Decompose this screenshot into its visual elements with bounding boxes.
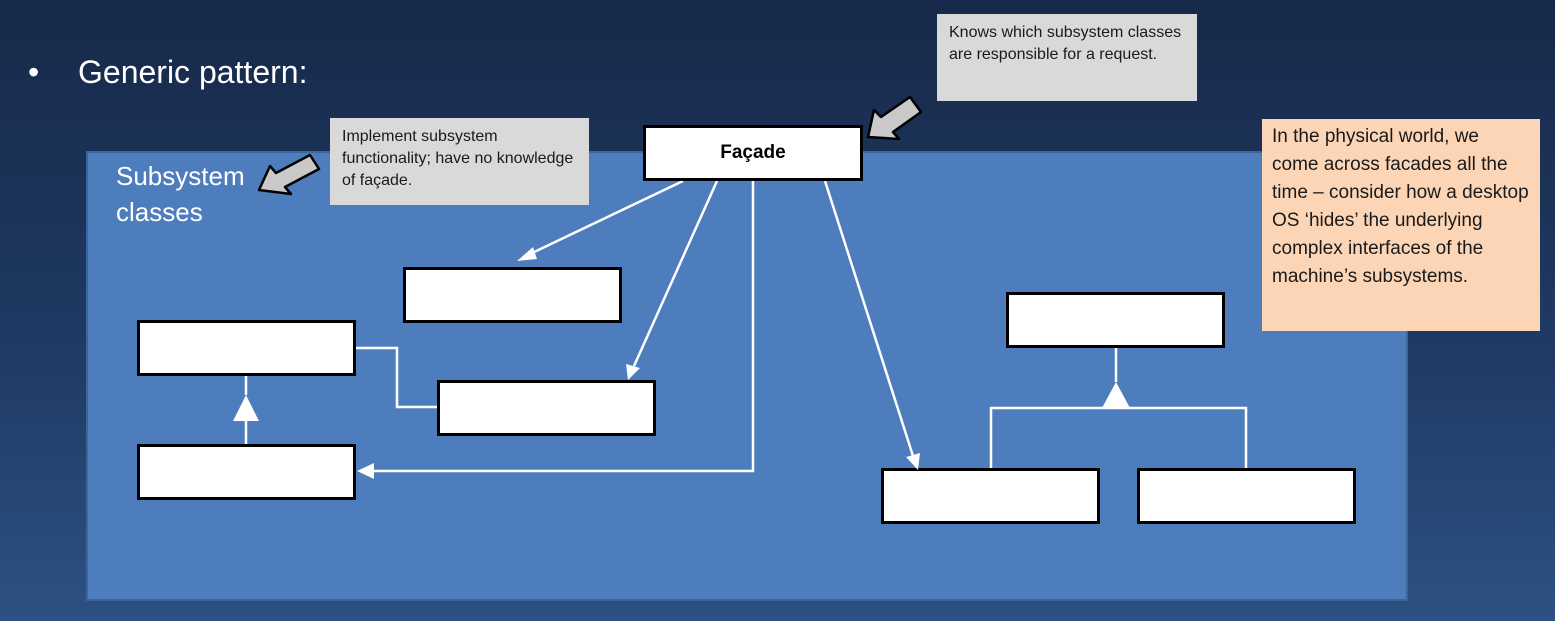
subsystem-class-box-b: [137, 320, 356, 376]
side-note: In the physical world, we come across fa…: [1262, 119, 1540, 331]
bullet-text: Generic pattern:: [78, 54, 308, 90]
subsystem-label: Subsystem classes: [116, 161, 245, 227]
subsystem-class-box-c: [437, 380, 656, 436]
subsystem-class-box-a: [403, 267, 622, 323]
callout-facade: Knows which subsystem classes are respon…: [937, 14, 1197, 101]
subsystem-class-box-f: [881, 468, 1100, 524]
subsystem-class-box-g: [1137, 468, 1356, 524]
subsystem-panel: [86, 151, 1408, 601]
slide-bullet: • Generic pattern:: [28, 54, 307, 91]
bullet-marker: •: [28, 54, 40, 90]
callout-arrow-facade-icon: [866, 95, 923, 141]
subsystem-class-box-e: [1006, 292, 1225, 348]
subsystem-class-box-d: [137, 444, 356, 500]
facade-class-box: Façade: [643, 125, 863, 181]
callout-subsystem: Implement subsystem functionality; have …: [330, 118, 589, 205]
facade-label: Façade: [720, 142, 786, 163]
